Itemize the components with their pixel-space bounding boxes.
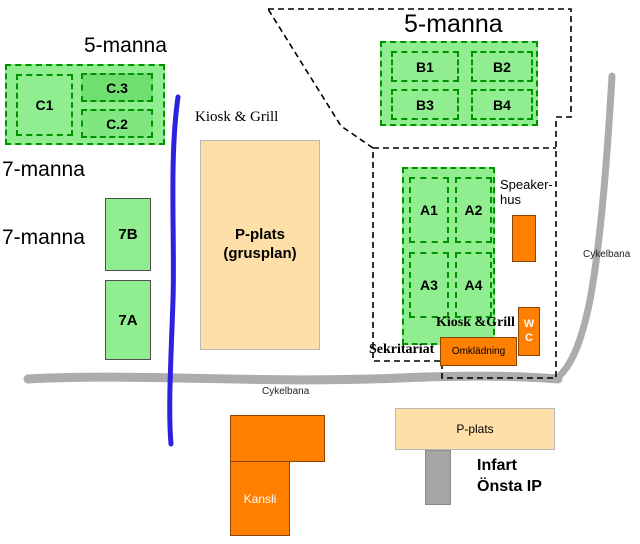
field-7a: 7A (105, 280, 151, 360)
label-speaker-hus-line1: Speaker- (500, 177, 553, 192)
bike-path-right (552, 72, 616, 383)
kansli-building-upper (230, 415, 325, 462)
field-c3: C.3 (81, 73, 153, 102)
parking-gravel-label-line2: (grusplan) (223, 245, 297, 262)
label-7-manna-lower: 7-manna (2, 226, 85, 249)
field-a2: A2 (455, 177, 492, 243)
label-infart-line1: Infart (477, 457, 517, 474)
speaker-hus-building (512, 215, 536, 262)
label-speaker-hus: Speaker- hus (500, 177, 553, 208)
parking-bottom: P-plats (395, 408, 555, 450)
field-a4: A4 (455, 252, 492, 318)
label-5-manna-left: 5-manna (84, 34, 167, 57)
field-b3: B3 (391, 89, 459, 120)
kansli-building-lower: Kansli (230, 461, 290, 536)
label-kiosk-grill-left: Kiosk & Grill (195, 109, 279, 125)
field-group-c: C1 C.3 C.2 (5, 64, 165, 145)
label-7-manna-upper: 7-manna (2, 158, 85, 181)
wc-label-c: C (525, 331, 533, 344)
field-b2: B2 (471, 51, 533, 82)
blue-path-line (167, 94, 181, 447)
bike-path-horizontal (23, 371, 563, 385)
field-b1: B1 (391, 51, 459, 82)
entrance-road-block (425, 450, 451, 505)
field-7b: 7B (105, 198, 151, 271)
field-a3: A3 (409, 252, 449, 318)
tournament-area-boundary (266, 8, 572, 379)
parking-gravel: P-plats (grusplan) (200, 140, 320, 350)
label-kiosk-grill-right: Kiosk &Grill (436, 315, 515, 330)
omkladning-building: Omklädning (440, 337, 517, 366)
field-c1: C1 (16, 74, 73, 136)
wc-label-w: W (523, 318, 535, 331)
field-group-b: B1 B2 B3 B4 (380, 41, 538, 126)
field-group-a: A1 A2 A3 A4 (402, 167, 495, 345)
parking-gravel-label-line1: P-plats (234, 226, 285, 244)
field-b4: B4 (471, 89, 533, 120)
label-cykelbana-bottom: Cykelbana (262, 386, 310, 397)
wc-building: W C (518, 307, 540, 356)
field-c2: C.2 (81, 109, 153, 138)
label-cykelbana-right: Cykelbana (583, 249, 631, 260)
label-infart: Infart Önsta IP (477, 456, 542, 498)
field-a1: A1 (409, 177, 449, 243)
label-5-manna-right: 5-manna (404, 10, 503, 38)
label-infart-line2: Önsta IP (477, 477, 542, 495)
label-sekritariat: Sekritariat (369, 342, 435, 357)
label-speaker-hus-line2: hus (500, 191, 521, 207)
